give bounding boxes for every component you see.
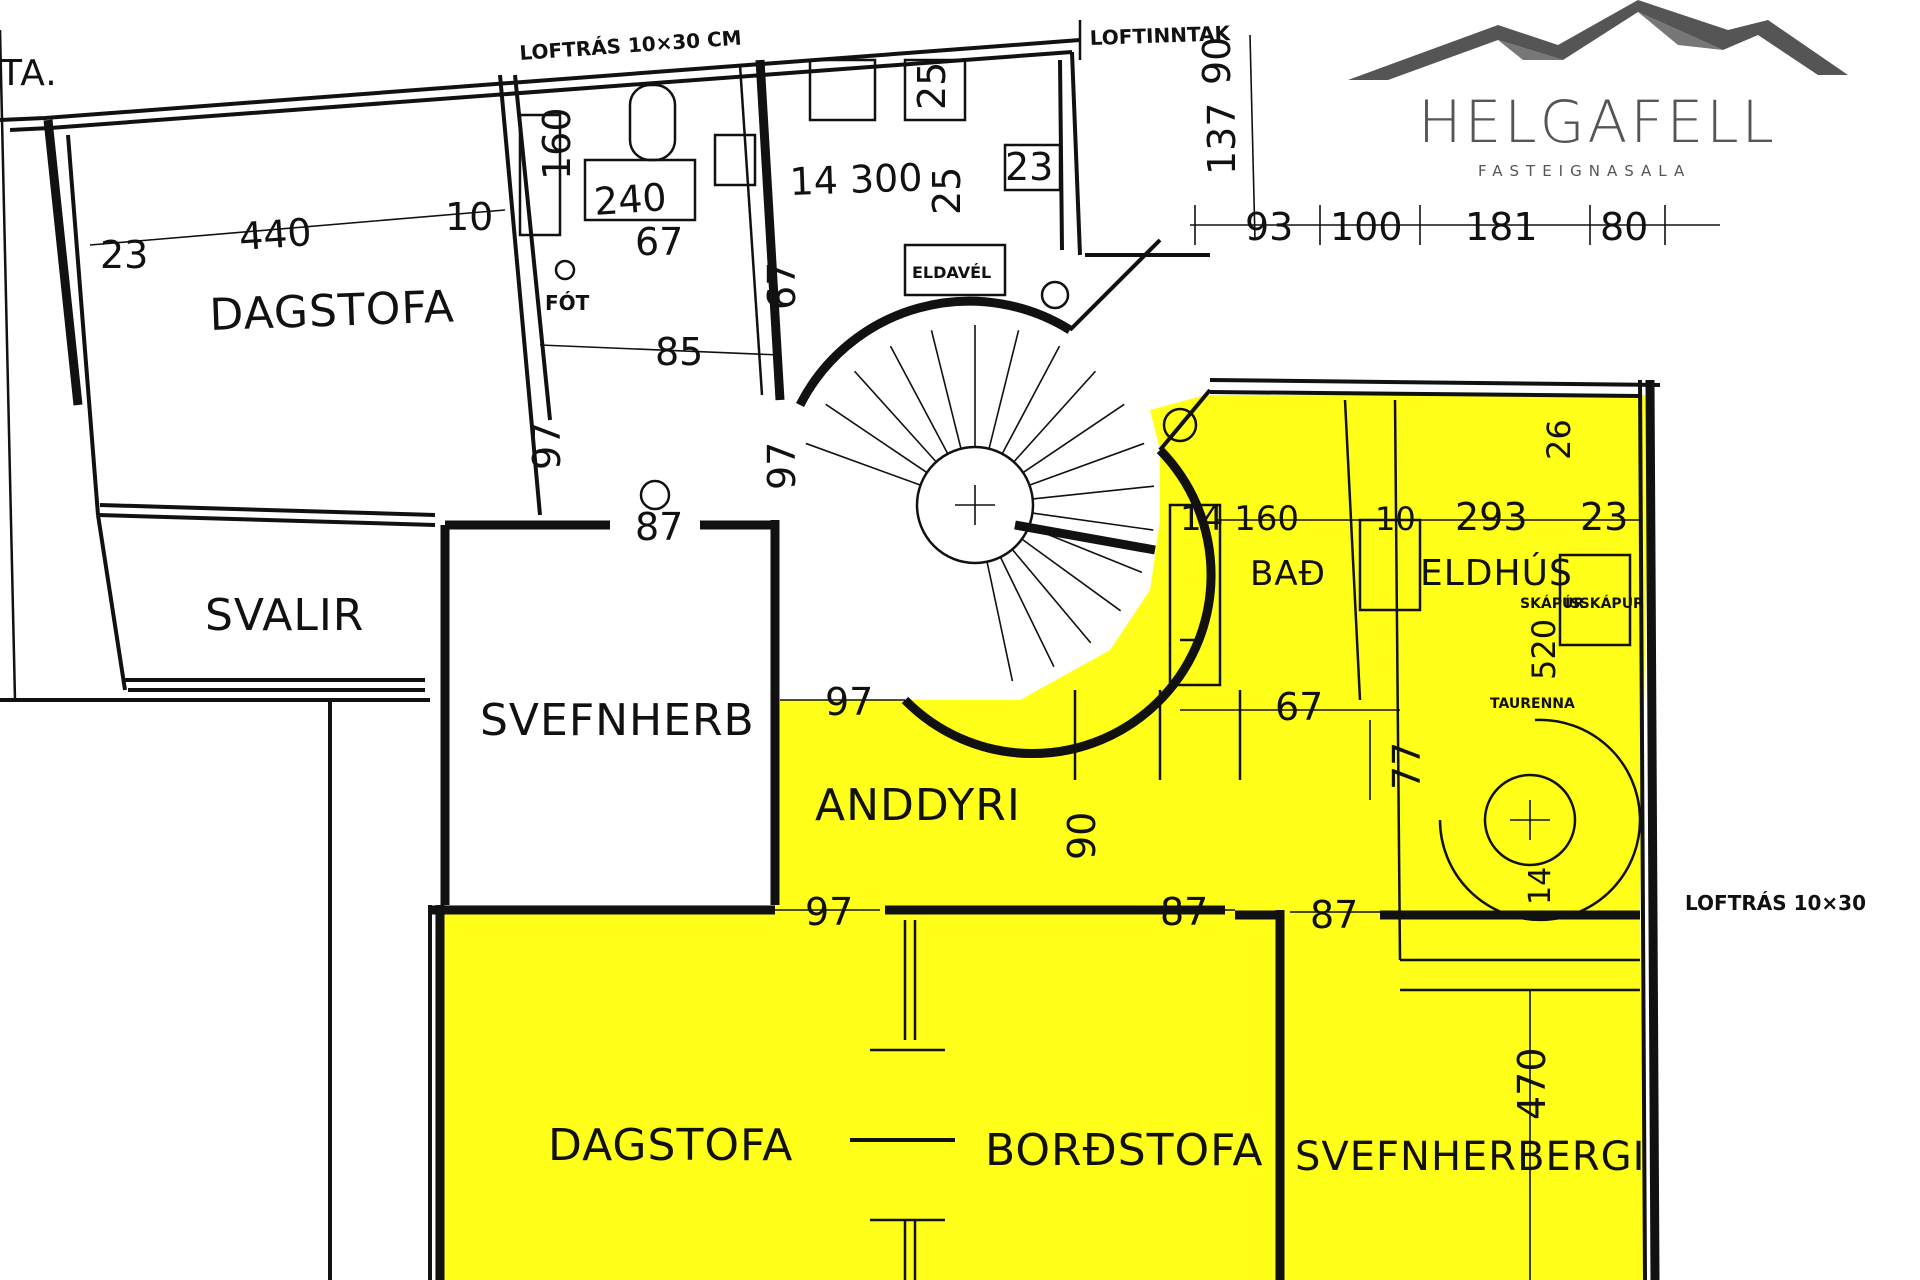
brand-logo: HELGAFELL FASTEIGNASALA	[1348, 0, 1848, 200]
note-eldavel: ELDAVÉL	[912, 263, 991, 282]
note-tauremma: TAURENNA	[1490, 696, 1575, 712]
dim-97-vert-mid: 97	[760, 442, 804, 490]
dim-23-top: 23	[1005, 145, 1053, 189]
dim-25-top: 25	[910, 62, 954, 110]
room-label-svefnherb: SVEFNHERB	[480, 695, 755, 746]
dim-85: 85	[655, 330, 703, 374]
kitchen-spiral	[1438, 718, 1642, 922]
dim-23-right: 23	[1580, 495, 1628, 539]
stair-tread	[1032, 512, 1154, 531]
dim-240: 240	[593, 175, 668, 224]
stair-tread	[825, 403, 928, 474]
mountain-logo-icon	[1348, 0, 1848, 80]
spiral-staircase	[795, 238, 1216, 759]
dim-80: 80	[1600, 205, 1648, 249]
dim-520: 520	[1525, 619, 1563, 680]
dim-97-vert-left: 97	[525, 422, 569, 470]
note-loftinntak: LOFTINNTAK	[1089, 21, 1232, 50]
dim-26: 26	[1540, 419, 1578, 460]
highlight-upper-wing	[775, 395, 1650, 915]
dim-25-mid: 25	[925, 167, 969, 215]
stair-tread	[1021, 538, 1122, 612]
note-loftras-top: LOFTRÁS 10×30 CM	[519, 26, 743, 65]
room-label-dagstofa-top: DAGSTOFA	[209, 281, 456, 341]
dim-14-vert: 14	[1523, 867, 1558, 905]
dimension-lines	[89, 34, 1720, 1280]
highlighted-apartment	[435, 395, 1650, 1280]
brand-name: HELGAFELL	[1418, 88, 1777, 156]
stair-tread	[889, 345, 949, 455]
dim-160-left: 160	[535, 107, 579, 180]
room-label-bad: BAÐ	[1250, 554, 1326, 594]
stair-tread	[1022, 403, 1125, 474]
dim-293: 293	[1455, 495, 1528, 539]
dim-93: 93	[1245, 205, 1293, 249]
room-label-anddyri: ANDDYRI	[815, 780, 1021, 831]
dim-181: 181	[1465, 205, 1538, 249]
stair-tread	[805, 442, 921, 486]
stair-tread	[1013, 370, 1097, 463]
dim-87-bottom1: 87	[1160, 890, 1208, 934]
room-label-svefnherbergi: SVEFNHERBERGI	[1295, 1134, 1645, 1180]
stair-tread	[999, 556, 1055, 668]
dim-97-bottom: 97	[805, 890, 853, 934]
note-ta: TA.	[0, 53, 58, 94]
dim-10-top: 10	[445, 195, 493, 239]
dim-87-bottom2: 87	[1310, 893, 1358, 937]
note-fot: FÓT	[545, 291, 590, 315]
dim-14-160: 14 160	[1180, 499, 1299, 539]
plan-notes: LOFTRÁS 10×30 CM LOFTINNTAK LOFTRÁS 10×3…	[0, 21, 1866, 915]
room-label-eldhus: ELDHÚS	[1420, 552, 1573, 594]
room-labels: DAGSTOFA SVALIR SVEFNHERB ANDDYRI BAÐ EL…	[205, 281, 1645, 1180]
dim-87-top: 87	[635, 505, 683, 549]
dim-90-mid: 90	[1060, 812, 1104, 860]
dim-440: 440	[238, 210, 313, 259]
dim-97-mid: 97	[825, 680, 873, 724]
highlight-lower-wing	[435, 905, 1645, 1280]
walls	[0, 20, 1661, 1280]
stair-tread	[986, 561, 1014, 682]
dimension-labels: 23 440 10 160 240 67 85 97 87 97 14 300 …	[100, 37, 1648, 1120]
dim-10-right: 10	[1375, 500, 1416, 538]
dim-67-vert: 67	[760, 262, 804, 310]
stair-tread	[1001, 345, 1061, 455]
stair-tread	[988, 330, 1020, 449]
dim-100: 100	[1330, 205, 1403, 249]
stair-tread	[1011, 548, 1092, 644]
dim-67-top: 67	[635, 220, 683, 264]
dim-14-300: 14 300	[789, 155, 923, 204]
stair-tread	[1029, 442, 1145, 486]
dim-77: 77	[1385, 742, 1429, 790]
stair-tread	[930, 330, 962, 449]
stair-tread	[1032, 485, 1155, 500]
room-label-bordstofa: BORÐSTOFA	[985, 1125, 1264, 1176]
dim-67-right: 67	[1275, 685, 1323, 729]
dim-470: 470	[1510, 1047, 1554, 1120]
room-label-dagstofa-bottom: DAGSTOFA	[548, 1120, 793, 1171]
dim-90-top: 90	[1195, 37, 1239, 85]
stair-tread	[853, 370, 937, 463]
note-isskapur: ÍSSKÁPUR	[1565, 595, 1644, 612]
note-skapur: SKÁPUR	[1520, 595, 1584, 612]
note-loftras-right: LOFTRÁS 10×30	[1685, 891, 1866, 915]
dim-23-left: 23	[100, 233, 148, 277]
fixtures	[518, 58, 1198, 511]
brand-tagline: FASTEIGNASALA	[1478, 162, 1692, 180]
dim-137: 137	[1200, 102, 1244, 175]
room-label-svalir: SVALIR	[205, 590, 364, 641]
